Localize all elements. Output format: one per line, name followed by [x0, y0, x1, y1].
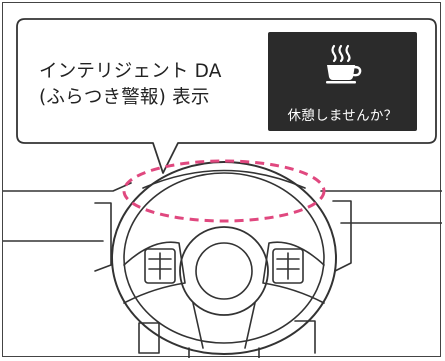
dashboard-right-panel: [332, 200, 352, 272]
rim-grip-detail: [142, 169, 306, 189]
display-highlight-ellipse: [122, 159, 326, 223]
lower-left-box: [138, 322, 160, 354]
steering-hub-outer: [179, 226, 269, 316]
right-switch-cluster: [272, 248, 304, 284]
right-switch-detail: [276, 252, 300, 280]
dashboard-left-panel: [94, 202, 112, 272]
dashboard-top-line: [3, 182, 132, 192]
figure-frame: インテリジェント DA (ふらつき警報) 表示 休憩しませんか？: [2, 2, 442, 358]
left-switch-detail: [148, 252, 172, 280]
lower-right-box: [294, 320, 316, 354]
steering-wheel-rim: [111, 161, 337, 355]
callout-line-1: インテリジェント DA: [39, 61, 222, 82]
callout-label: インテリジェント DA (ふらつき警報) 表示: [39, 59, 269, 111]
left-switch-cluster: [144, 248, 176, 284]
steering-hub-inner: [195, 242, 253, 300]
multi-info-display: 休憩しませんか？: [268, 32, 417, 131]
left-spoke: [123, 241, 186, 304]
rest-suggestion-message: 休憩しませんか？: [287, 108, 398, 124]
lower-spoke: [192, 302, 256, 349]
steering-column: [188, 347, 260, 358]
steering-wheel-rim-inner: [123, 172, 325, 344]
coffee-cup-icon: [326, 44, 362, 84]
callout-line-2: (ふらつき警報) 表示: [39, 87, 210, 108]
right-spoke: [262, 241, 325, 304]
